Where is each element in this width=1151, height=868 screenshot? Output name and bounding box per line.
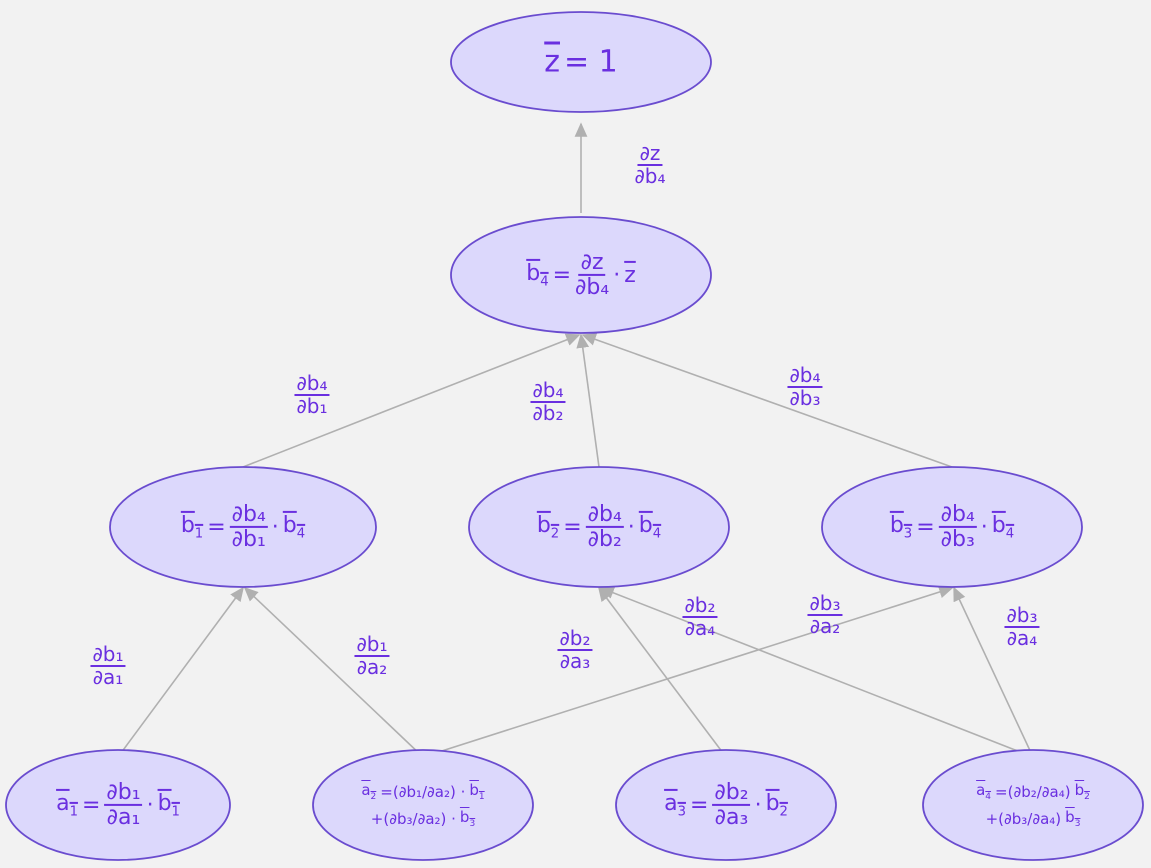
edge-label-b4-z: ∂z∂b₄ xyxy=(634,141,666,188)
dot: · xyxy=(754,792,762,818)
fraction: ∂z∂b₄ xyxy=(575,249,610,300)
eq: = 1 xyxy=(563,44,618,80)
rhs: b4 xyxy=(282,512,306,542)
edge-a2-b3 xyxy=(422,585,954,758)
rhs1: b1 xyxy=(469,781,485,802)
rhs: b4 xyxy=(991,512,1015,542)
var-a1: a1 xyxy=(56,790,78,820)
rhs1: b2 xyxy=(1074,781,1090,802)
node-a2-shape xyxy=(312,749,534,861)
eq: = xyxy=(689,792,709,818)
fraction: ∂b₄∂b₂ xyxy=(585,501,624,552)
edge-label-b2-b4: ∂b₄∂b₂ xyxy=(530,378,566,425)
dot: · xyxy=(271,514,279,540)
eq: = xyxy=(563,514,582,540)
rhs: b4 xyxy=(638,512,662,542)
eq: = xyxy=(81,792,101,818)
node-b2: b2 = ∂b₄∂b₂ · b4 xyxy=(537,503,661,551)
var-a2: a2 xyxy=(361,781,377,802)
rhs2: b3 xyxy=(1065,808,1081,829)
var-z: z xyxy=(544,44,560,80)
var-b4: b4 xyxy=(526,260,549,290)
rhs: z xyxy=(624,262,636,288)
edge-label-a1-b1: ∂b₁∂a₁ xyxy=(90,642,126,689)
edge-label-b3-b4: ∂b₄∂b₃ xyxy=(787,363,823,410)
edge-b3-b4 xyxy=(581,333,953,468)
fraction: ∂b₄∂b₃ xyxy=(938,501,977,552)
edge-a3-b2 xyxy=(598,586,727,758)
fraction: ∂b₄∂b₁ xyxy=(229,501,268,552)
expr-line1: =(∂b₂/∂a₄) xyxy=(995,782,1071,801)
node-a3: a3 = ∂b₂∂a₃ · b2 xyxy=(664,781,788,829)
eq: = xyxy=(552,262,572,288)
var-b1: b1 xyxy=(180,512,204,542)
rhs2: b3 xyxy=(459,808,476,829)
dot: · xyxy=(613,262,621,288)
var-b3: b3 xyxy=(889,512,913,542)
eq: = xyxy=(916,514,935,540)
expr-line2: +(∂b₃/∂a₂) · xyxy=(370,809,456,828)
edge-a4-b3 xyxy=(953,586,1034,758)
rhs: b1 xyxy=(157,790,180,820)
rhs: b2 xyxy=(765,790,788,820)
edge-b1-b4 xyxy=(242,333,581,468)
var-b2: b2 xyxy=(536,512,560,542)
node-b4: b4 = ∂z∂b₄ · z xyxy=(526,251,636,299)
expr-line1: =(∂b₁/∂a₂) · xyxy=(380,782,466,801)
node-a4-shape xyxy=(922,749,1144,861)
node-b3: b3 = ∂b₄∂b₃ · b4 xyxy=(890,503,1014,551)
edge-label-a2-b3: ∂b₃∂a₂ xyxy=(807,591,843,638)
fraction: ∂b₁∂a₁ xyxy=(104,779,143,830)
node-b1: b1 = ∂b₄∂b₁ · b4 xyxy=(181,503,305,551)
node-z: z= 1 xyxy=(544,45,618,80)
node-z-shape xyxy=(450,11,712,113)
fraction: ∂b₂∂a₃ xyxy=(712,779,751,830)
dot: · xyxy=(627,514,635,540)
dot: · xyxy=(980,514,988,540)
edge-a2-b1 xyxy=(243,586,424,758)
edge-a4-b2 xyxy=(599,586,1034,758)
edge-a1-b1 xyxy=(117,586,244,758)
edge-b2-b4 xyxy=(576,333,600,468)
edge-label-a3-b2: ∂b₂∂a₃ xyxy=(557,626,593,673)
node-a2: a2 =(∂b₁/∂a₂) · b1 +(∂b₃/∂a₂) · b3 xyxy=(361,781,484,829)
var-a3: a3 xyxy=(664,790,686,820)
eq: = xyxy=(207,514,226,540)
var-a4: a4 xyxy=(976,781,992,802)
edge-label-a4-b2: ∂b₂∂a₄ xyxy=(682,593,718,640)
dot: · xyxy=(146,792,154,818)
expr-line2: +(∂b₃/∂a₄) xyxy=(985,809,1062,828)
edge-label-a2-b1: ∂b₁∂a₂ xyxy=(354,632,390,679)
node-a1: a1 = ∂b₁∂a₁ · b1 xyxy=(56,781,180,829)
node-a4: a4 =(∂b₂/∂a₄) b2 +(∂b₃/∂a₄) b3 xyxy=(976,781,1090,829)
edge-label-a4-b3: ∂b₃∂a₄ xyxy=(1004,603,1040,650)
edge-label-b1-b4: ∂b₄∂b₁ xyxy=(294,371,330,418)
